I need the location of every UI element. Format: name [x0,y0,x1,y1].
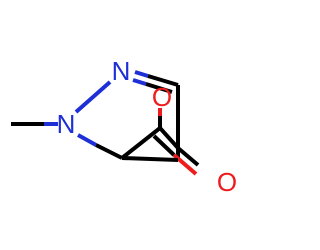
atom-o-carbonyl: O [217,167,237,197]
atom-o-bridge: O [152,82,172,112]
bond-n-n [74,80,112,114]
molecule-structure: N O N O [11,56,237,197]
bond-n-c-double-1 [134,70,149,78]
bond-n-c-double-2b [145,82,173,94]
atom-n-ring: N [112,56,131,86]
bond-c-o-double-2b [172,153,198,176]
bond-n-c-double-1b [147,74,179,87]
bond-c-o-double-1b [176,146,200,167]
bond-n-c-double-2 [132,78,147,86]
bond-c-o-double-2 [152,134,176,157]
bond-c-o-double-1 [158,126,180,150]
atom-n-methyl: N [57,109,76,139]
bond-c-bridgehead-right [121,156,179,162]
bond-c-carbonyl [120,126,162,160]
bond-n-c-lower [77,133,97,147]
bond-n-c-lower-b [95,143,123,160]
